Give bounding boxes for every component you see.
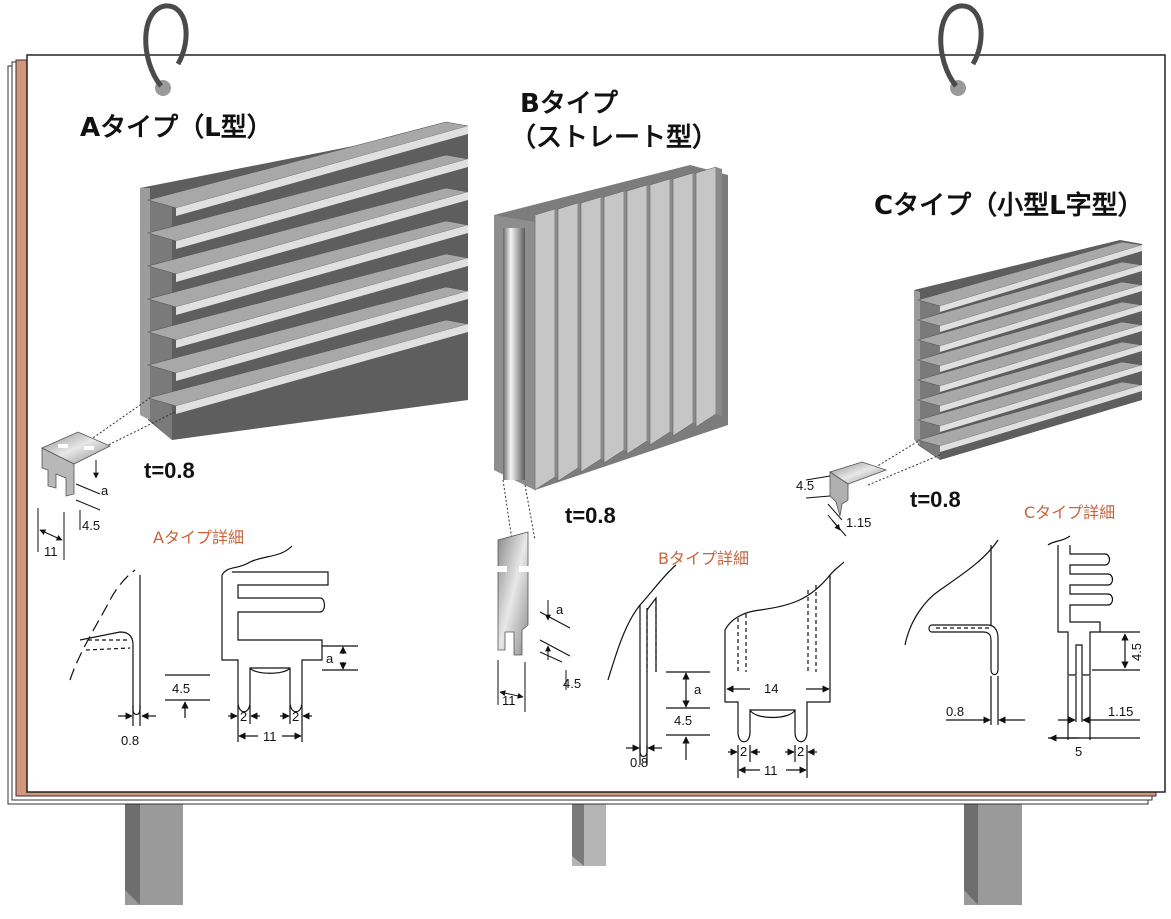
type-a-detail-dim-08: 0.8: [121, 733, 140, 748]
type-c-fin-edge: [940, 265, 1142, 332]
type-c-fin-edge: [940, 285, 1142, 352]
type-a-detail-dim-45: 4.5: [172, 681, 191, 696]
type-a-tab-dim-45: 4.5: [82, 518, 101, 533]
type-b-tab-dim-a: a: [556, 602, 564, 617]
type-b-detail-dim-14: 14: [764, 681, 779, 696]
type-a-fin-edge: [176, 291, 468, 381]
type-b-tab-dims: [497, 600, 571, 712]
type-c-detail-dim-45: 4.5: [1129, 642, 1145, 662]
type-a-tab-dims: [37, 460, 101, 560]
type-b-detail-label: Bタイプ詳細: [658, 549, 749, 568]
type-b-detail-dim-2b: 2: [797, 744, 805, 759]
type-c-detail-dim-115: 1.15: [1108, 704, 1134, 719]
type-a-detail-dim-a: a: [326, 651, 334, 666]
type-a-tab: [41, 431, 111, 497]
type-c-detail-dim-08: 0.8: [946, 704, 965, 719]
type-b-fin: [557, 202, 579, 482]
type-b-detail-dim-08: 0.8: [630, 755, 649, 770]
type-c-fin-edge: [940, 365, 1142, 432]
type-b-fin-edge: [716, 167, 722, 416]
type-c-tab: [829, 461, 888, 517]
type-a-fin-edge: [176, 324, 468, 414]
type-b-title-line2: （ストレート型）: [510, 123, 719, 153]
type-a-detail-drawing: [69, 545, 358, 742]
type-a-detail-label: Aタイプ詳細: [153, 528, 244, 547]
type-c-tab-dims: [805, 475, 847, 537]
type-b-detail-dim-a: a: [694, 682, 702, 697]
type-b-detail-dim-2a: 2: [740, 744, 748, 759]
type-b-tab-dim-11: 11: [502, 693, 516, 708]
type-b-fin: [695, 166, 717, 428]
type-c-detail-drawing: [904, 535, 1140, 742]
type-c-tab-dim-115: 1.15: [846, 515, 872, 530]
type-c-fin-edge: [940, 345, 1142, 412]
type-b-detail-drawing: [607, 561, 845, 778]
board-legs: [125, 800, 1022, 905]
type-b-fin: [580, 196, 602, 473]
type-c-detail-label: Cタイプ詳細: [1024, 503, 1116, 522]
type-a-fin-edge: [176, 126, 468, 216]
type-a-title: Aタイプ（L型）: [80, 113, 273, 143]
type-c-thickness: t=0.8: [910, 487, 961, 512]
type-c-fin-edge: [940, 325, 1142, 392]
type-a-thickness: t=0.8: [144, 458, 195, 483]
type-a-detail-dim-2b: 2: [292, 709, 300, 724]
type-a-detail-dim-11: 11: [263, 729, 277, 744]
binder-rings: [143, 3, 984, 96]
type-c-title: Cタイプ（小型L字型）: [874, 191, 1144, 221]
type-b-fin: [626, 184, 648, 455]
type-b-fin: [672, 172, 694, 437]
type-b-detail-dim-11: 11: [764, 763, 778, 778]
type-b-thickness: t=0.8: [565, 503, 616, 528]
type-c-fin-edge: [940, 305, 1142, 372]
type-b-tab: [497, 531, 529, 656]
type-a-tab-dim-11: 11: [44, 544, 58, 559]
type-c-fins: [916, 241, 1143, 452]
type-a-tab-dim-a: a: [101, 483, 109, 498]
type-b-title-line1: Bタイプ: [520, 89, 618, 119]
type-a-fins: [146, 121, 469, 414]
type-a-fin-edge: [176, 225, 468, 315]
type-a-fin-edge: [176, 159, 468, 249]
type-c-tab-dim-45: 4.5: [796, 478, 815, 493]
type-c-fin-edge: [940, 385, 1142, 452]
type-a-fin-edge: [176, 192, 468, 282]
type-b-fin: [603, 190, 625, 464]
type-b-fins: [534, 166, 722, 491]
type-a-detail-dim-2a: 2: [240, 709, 248, 724]
type-b-tab-dim-45: 4.5: [563, 676, 582, 691]
type-b-fin: [534, 208, 556, 491]
type-b-detail-dim-45: 4.5: [674, 713, 693, 728]
type-a-fin-edge: [176, 258, 468, 348]
type-b-fin: [649, 178, 671, 446]
type-c-fin-edge: [940, 245, 1142, 312]
type-c-detail-dim-5: 5: [1075, 744, 1083, 759]
